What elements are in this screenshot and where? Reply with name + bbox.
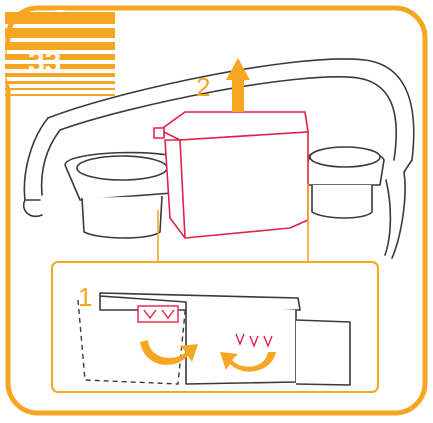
storage-box xyxy=(154,112,308,238)
page-number-badge: 33 xyxy=(5,10,115,120)
detail-inset: 1 xyxy=(52,262,378,392)
page-number: 33 xyxy=(28,46,61,79)
right-cup-holder xyxy=(305,147,384,218)
step-1-label: 1 xyxy=(78,282,92,312)
step-2-label: 2 xyxy=(196,72,210,102)
